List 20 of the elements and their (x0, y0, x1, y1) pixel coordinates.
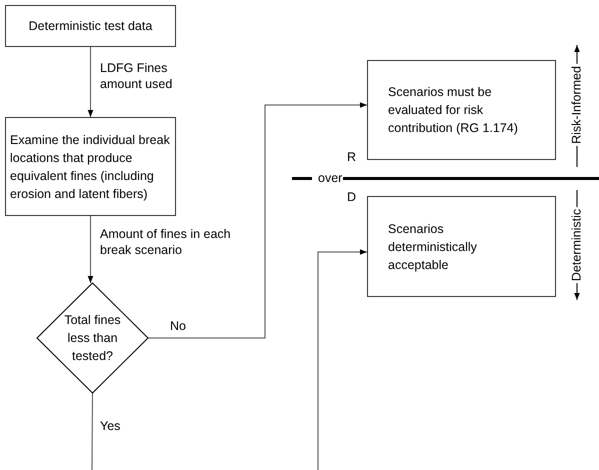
edge-label: No (170, 318, 187, 334)
box-text: Scenarios deterministically acceptable (388, 220, 478, 274)
arrow (318, 249, 368, 470)
box-text: Examine the individual break locations that produce equivalent fines (including erosion and latent fibers) (10, 132, 171, 202)
region-label: D (347, 190, 356, 204)
process-box (367, 196, 556, 297)
arrow (148, 102, 368, 338)
process-box (367, 60, 556, 160)
edge-label: LDFG Fines amount used (100, 60, 174, 92)
region-label: R (347, 150, 356, 164)
edge-label: Amount of fines in each break scenario (100, 226, 232, 258)
region-label: over (318, 171, 342, 185)
edge-label: Yes (100, 418, 122, 434)
decision-text: Total fines less than tested? (63, 312, 122, 365)
process-box (5, 5, 176, 47)
box-text: Deterministic test data (28, 18, 152, 35)
arrow (88, 216, 94, 284)
process-box (5, 117, 176, 216)
arrow (88, 46, 94, 118)
box-text: Scenarios must be evaluated for risk contribution (RG 1.174) (388, 84, 519, 137)
